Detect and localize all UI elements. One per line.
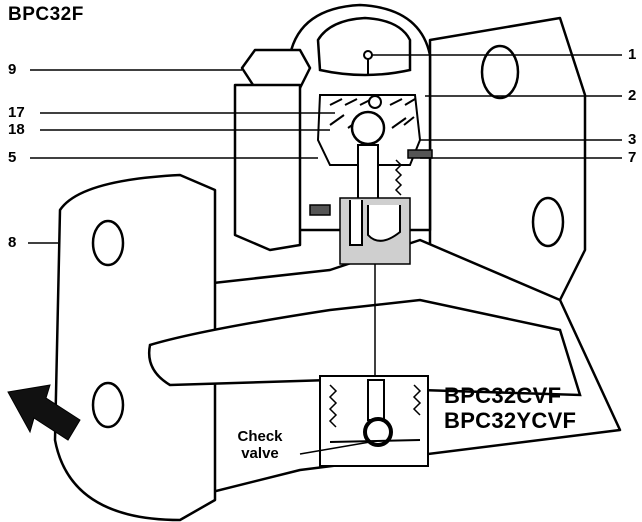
threads (394, 159, 403, 196)
callout-17: 17 (8, 104, 25, 121)
variant-label-2: BPC32YCVF (444, 408, 577, 433)
callout-9: 9 (8, 61, 17, 78)
gaskets (309, 149, 433, 216)
cap-slot (316, 16, 412, 77)
check-valve-label-line1: Check (237, 428, 283, 445)
check-valve-label: Check valve (220, 428, 300, 462)
flow-direction-arrow-icon (7, 384, 81, 441)
check-valve-ball (363, 417, 393, 447)
flange-holes (91, 44, 565, 429)
callout-5: 5 (8, 149, 17, 166)
check-valve-label-line2: valve (241, 445, 279, 462)
variant-label-1: BPC32CVF (444, 383, 562, 408)
leader-lines (28, 54, 622, 455)
ball-valve (350, 110, 386, 146)
page-title: BPC32F (8, 4, 84, 25)
flow-channel (147, 298, 582, 397)
callout-1: 1 (628, 46, 637, 63)
callout-7: 7 (628, 149, 637, 166)
callout-8: 8 (8, 234, 17, 251)
callout-2: 2 (628, 87, 637, 104)
callout-18: 18 (8, 121, 25, 138)
callout-3: 3 (628, 131, 637, 148)
